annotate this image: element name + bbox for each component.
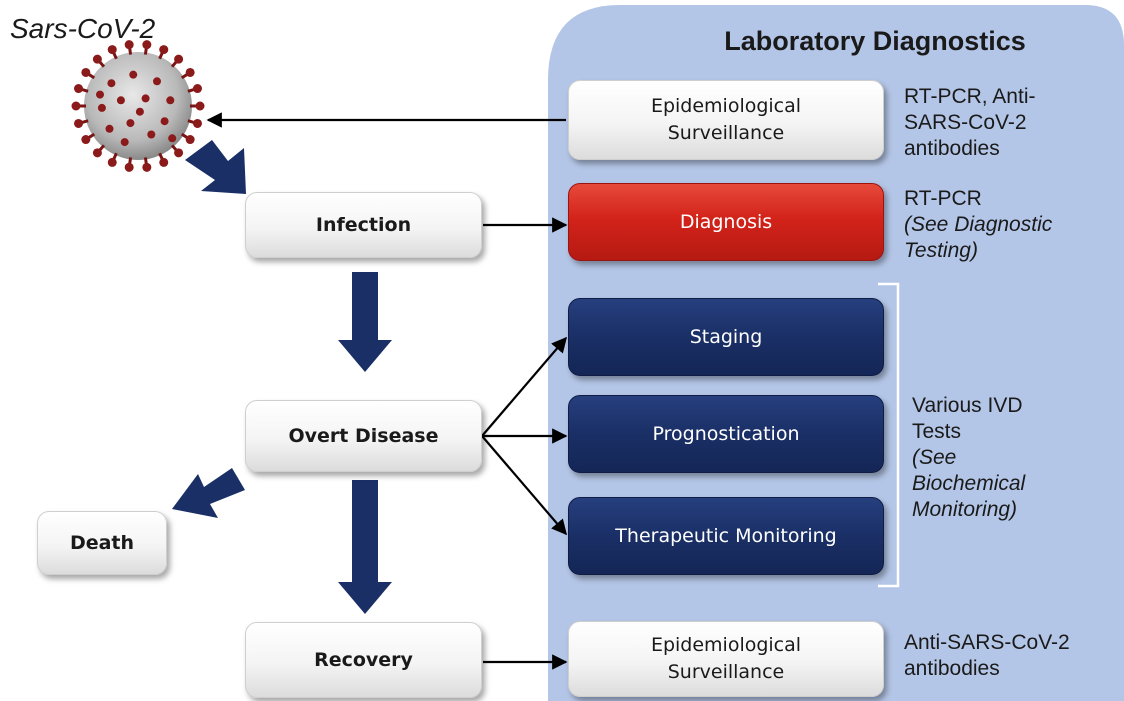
virus-label: Sars-CoV-2: [10, 13, 156, 44]
disease-to-death-arrow: [172, 468, 245, 518]
monitoring-tests-main-line2: Tests: [912, 420, 962, 443]
monitoring-tests: Various IVD Tests (See Biochemical Monit…: [912, 393, 1112, 523]
surveillance-bottom-tests-line1: Anti-SARS-CoV-2: [904, 631, 1070, 654]
prognostication-label: Prognostication: [652, 422, 800, 445]
diagnosis-tests-ref-line1: (See Diagnostic: [904, 213, 1053, 236]
surveillance-bottom-label-line1: Epidemiological: [650, 634, 802, 656]
monitoring-bracket: [878, 282, 900, 588]
monitoring-tests-ref-line2: Biochemical: [912, 472, 1026, 495]
surveillance-top-tests-line2: SARS-CoV-2: [904, 111, 1027, 134]
staging-box: Staging: [568, 298, 884, 376]
infection-to-disease-arrow: [338, 272, 392, 372]
recovery-box: Recovery: [245, 622, 482, 698]
diagnosis-tests-ref-line2: Testing): [904, 239, 978, 262]
monitoring-tests-ref-line3: Monitoring): [912, 498, 1018, 521]
surveillance-top-tests-line3: antibodies: [904, 137, 1000, 160]
disease-to-recovery-arrow: [338, 480, 392, 614]
disease-to-staging-arrow: [481, 336, 568, 437]
death-box: Death: [37, 511, 167, 575]
diagnosis-tests-main: RT-PCR: [904, 187, 982, 210]
surveillance-bottom-tests: Anti-SARS-CoV-2 antibodies: [904, 630, 1119, 682]
surveillance-top-tests-line1: RT-PCR, Anti-: [904, 85, 1036, 108]
infection-label: Infection: [315, 214, 412, 236]
virus-icon: [71, 40, 205, 172]
surveillance-bottom-box: Epidemiological Surveillance: [568, 621, 884, 697]
flow-arrows: [172, 140, 392, 614]
surveillance-bottom-tests-line2: antibodies: [904, 657, 1000, 680]
death-label: Death: [69, 532, 135, 554]
surveillance-top-label-line1: Epidemiological: [650, 95, 802, 117]
monitoring-tests-main-line1: Various IVD: [912, 394, 1023, 417]
surveillance-top-label-line2: Surveillance: [667, 122, 785, 144]
surveillance-bottom-label-line2: Surveillance: [667, 661, 785, 683]
therapeutic-monitoring-label: Therapeutic Monitoring: [615, 524, 837, 547]
monitoring-tests-ref-line1: (See: [912, 446, 957, 469]
staging-label: Staging: [689, 325, 763, 348]
surveillance-top-box: Epidemiological Surveillance: [568, 80, 884, 160]
prognostication-box: Prognostication: [568, 395, 884, 473]
disease-to-therapeutic-arrow: [481, 435, 568, 536]
surveillance-top-tests: RT-PCR, Anti- SARS-CoV-2 antibodies: [904, 84, 1119, 162]
therapeutic-monitoring-box: Therapeutic Monitoring: [568, 497, 884, 575]
diagnosis-tests: RT-PCR (See Diagnostic Testing): [904, 186, 1119, 264]
overt-disease-box: Overt Disease: [245, 400, 482, 472]
diagnosis-label: Diagnosis: [679, 210, 773, 233]
lab-panel-title: Laboratory Diagnostics: [724, 26, 1026, 56]
overt-disease-label: Overt Disease: [288, 425, 439, 447]
virus-to-infection-arrow: [185, 140, 246, 194]
recovery-label: Recovery: [314, 649, 413, 671]
diagnosis-box: Diagnosis: [568, 183, 884, 261]
infection-box: Infection: [245, 192, 482, 258]
connector-arrows: [206, 112, 568, 670]
